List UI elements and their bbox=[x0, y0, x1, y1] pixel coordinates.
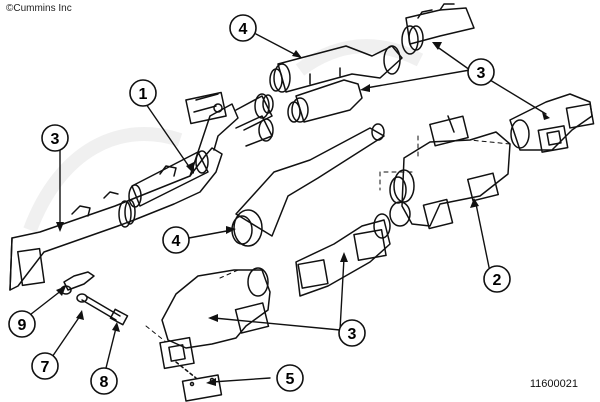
callout-3-topright: 3 bbox=[467, 58, 495, 86]
right-manifold-part bbox=[389, 115, 511, 230]
center-manifold-part bbox=[295, 213, 391, 297]
callout-2: 2 bbox=[483, 265, 511, 293]
callout-5: 5 bbox=[276, 364, 304, 392]
callout-3-left: 3 bbox=[41, 124, 69, 152]
left-manifold-part bbox=[9, 91, 239, 291]
leader-lines bbox=[25, 33, 547, 383]
callout-7: 7 bbox=[31, 352, 59, 380]
arrowheads bbox=[56, 42, 550, 386]
middle-connector-part bbox=[287, 67, 363, 123]
watermark bbox=[23, 39, 424, 233]
callout-label: 9 bbox=[18, 317, 27, 334]
callout-1: 1 bbox=[129, 79, 157, 107]
callout-4-mid: 4 bbox=[162, 226, 190, 254]
copyright-text: ©Cummins Inc bbox=[6, 3, 72, 14]
callout-label: 7 bbox=[41, 359, 50, 376]
callout-label: 3 bbox=[51, 131, 60, 148]
callout-label: 2 bbox=[493, 272, 502, 289]
top-crossover-tube bbox=[269, 3, 475, 93]
callout-3-bottom: 3 bbox=[338, 319, 366, 347]
lower-elbow-part bbox=[159, 267, 271, 370]
right-elbow-part bbox=[509, 93, 595, 153]
callout-label: 3 bbox=[348, 326, 357, 343]
callout-label: 8 bbox=[100, 374, 109, 391]
callout-8: 8 bbox=[90, 367, 118, 395]
figure-number: 11600021 bbox=[529, 378, 578, 390]
callout-label: 1 bbox=[139, 86, 148, 103]
callouts: 3 1 4 3 4 2 3 bbox=[8, 14, 511, 395]
fasteners-part bbox=[60, 271, 129, 326]
callout-label: 3 bbox=[477, 65, 486, 82]
callout-9: 9 bbox=[8, 310, 36, 338]
alignment-lines bbox=[145, 133, 511, 343]
callout-label: 5 bbox=[286, 371, 295, 388]
exhaust-tube-1-part bbox=[128, 93, 274, 208]
callout-4-top: 4 bbox=[229, 14, 257, 42]
callout-label: 4 bbox=[239, 21, 248, 38]
callout-label: 4 bbox=[172, 233, 181, 250]
